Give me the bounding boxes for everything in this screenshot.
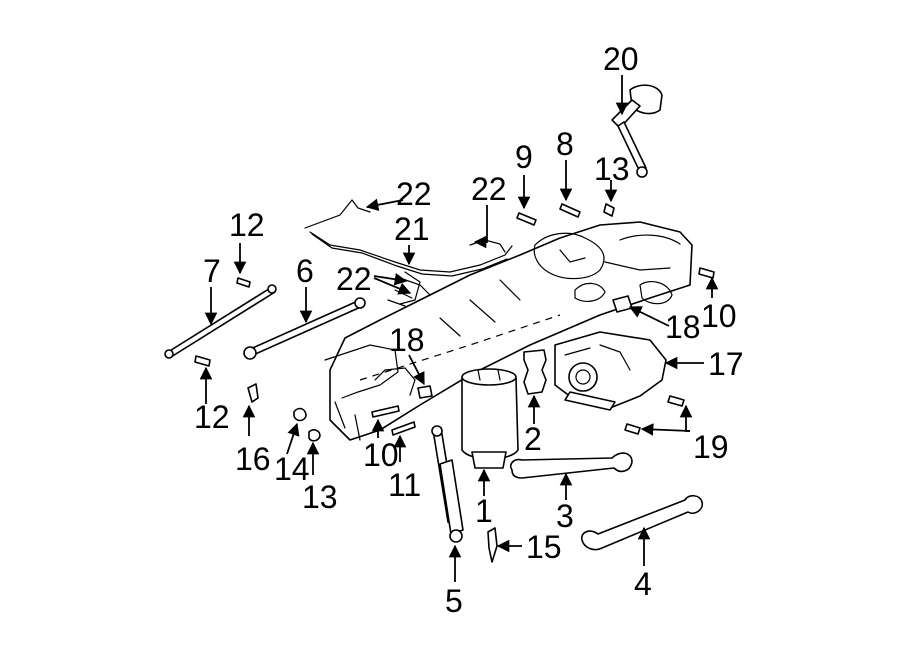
height-sensor	[611, 84, 663, 178]
leader-arrows	[199, 75, 719, 582]
callout-13-top: 13	[594, 151, 630, 187]
callout-7: 7	[203, 253, 221, 289]
wiring-harness	[304, 199, 513, 307]
callout-14: 14	[274, 451, 310, 487]
callout-4: 4	[634, 566, 652, 602]
callout-20: 20	[603, 41, 639, 77]
lower-control-arm	[580, 494, 704, 551]
callout-18-left: 18	[389, 322, 425, 358]
callout-12-bottom: 12	[194, 399, 230, 435]
air-spring	[461, 368, 519, 469]
callout-labels: 20 9 8 13 22 22 21 22 12 7 6 12 16 14 13…	[194, 41, 744, 619]
callout-2: 2	[524, 421, 542, 457]
compressor	[554, 331, 667, 411]
callout-13-bottom: 13	[302, 479, 338, 515]
jounce-bumper	[523, 349, 547, 395]
callout-19: 19	[693, 429, 729, 465]
callout-9: 9	[515, 139, 533, 175]
callout-22-middle: 22	[471, 171, 507, 207]
callout-5: 5	[445, 583, 463, 619]
callout-8: 8	[556, 126, 574, 162]
shock-absorber	[431, 425, 464, 543]
fasteners	[194, 203, 715, 442]
callout-18-right: 18	[665, 309, 701, 345]
retaining-clip	[487, 527, 498, 563]
callout-15: 15	[526, 529, 562, 565]
upper-control-arm	[509, 452, 633, 479]
callout-22-bottom: 22	[336, 261, 372, 297]
callout-6: 6	[296, 253, 314, 289]
callout-17: 17	[708, 346, 744, 382]
callout-16: 16	[235, 441, 271, 477]
callout-10-right: 10	[701, 298, 737, 334]
callout-22-left: 22	[396, 176, 432, 212]
callout-21: 21	[394, 211, 430, 247]
callout-11: 11	[388, 467, 421, 503]
callout-3: 3	[556, 498, 574, 534]
callout-12-top: 12	[229, 207, 265, 243]
frame-crossmember	[324, 221, 693, 441]
link-rods	[164, 284, 366, 360]
callout-1: 1	[475, 493, 493, 529]
callout-10-left: 10	[363, 437, 399, 473]
